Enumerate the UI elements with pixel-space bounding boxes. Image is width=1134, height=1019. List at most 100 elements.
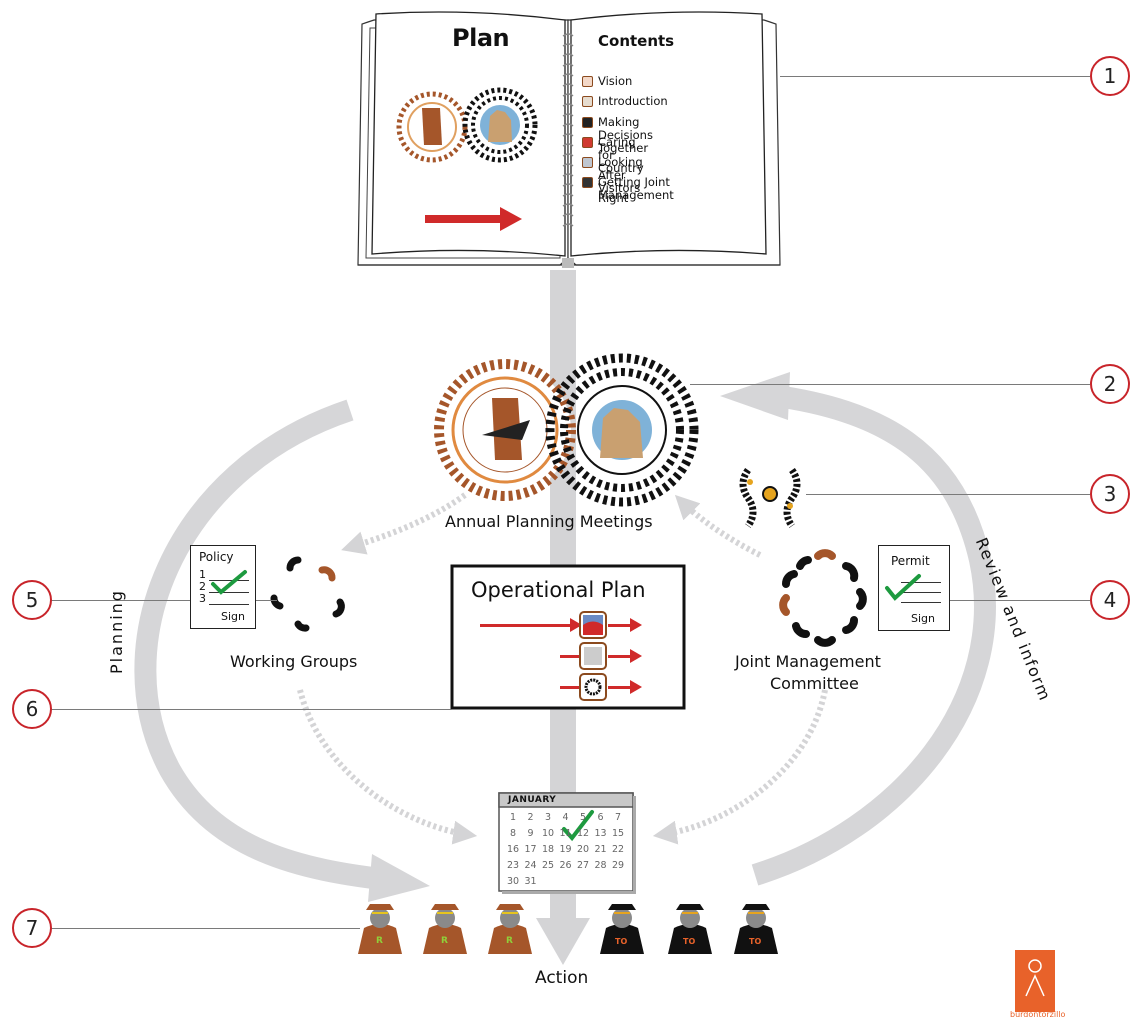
planning-cycle-arrow — [134, 399, 392, 891]
brand-name: burdontorzillo — [1010, 1010, 1066, 1019]
leader-line-6 — [50, 709, 452, 710]
callout-5: 5 — [12, 580, 52, 620]
calendar-day: 11 — [559, 828, 572, 839]
calendar-day: 12 — [576, 828, 590, 839]
country-icon — [582, 137, 593, 148]
calendar-day: 31 — [524, 876, 537, 887]
owner-badge-1: TO — [615, 937, 628, 946]
spine-arrow-head — [536, 918, 590, 965]
leader-line-4 — [950, 600, 1090, 601]
policy-title: Policy — [199, 550, 234, 564]
permit-title: Permit — [891, 554, 930, 568]
annual-planning-meetings-label: Annual Planning Meetings — [445, 512, 653, 531]
parks-wildlife-logo — [434, 359, 576, 501]
callout-1: 1 — [1090, 56, 1130, 96]
policy-sign: Sign — [221, 610, 245, 623]
leader-line-5 — [50, 600, 190, 601]
jmc-label-line2: Committee — [770, 674, 859, 693]
permit-sign: Sign — [911, 612, 935, 625]
book-traditional-owners-logo — [462, 87, 538, 163]
calendar-day: 8 — [509, 828, 517, 839]
calendar-day: 3 — [544, 812, 552, 823]
callout-3: 3 — [1090, 474, 1130, 514]
plan-book — [357, 11, 781, 268]
owner-badge-3: TO — [749, 937, 762, 946]
calendar-day: 9 — [527, 828, 534, 839]
working-groups-label: Working Groups — [230, 652, 358, 671]
meeting-symbol — [739, 467, 801, 529]
ranger-badge-3: R — [506, 936, 513, 946]
review-arrow-head — [720, 372, 790, 420]
calendar-day: 30 — [506, 876, 520, 887]
callout-2: 2 — [1090, 364, 1130, 404]
operational-plan-title: Operational Plan — [471, 578, 646, 602]
traditional-owner-figures — [600, 904, 778, 954]
traditional-owners-logo — [545, 353, 699, 507]
calendar-day: 6 — [597, 812, 604, 823]
calendar-day: 19 — [559, 844, 572, 855]
calendar-day: 28 — [594, 860, 607, 871]
leader-line-7 — [50, 928, 360, 929]
ranger-badge-1: R — [376, 936, 383, 946]
introduction-icon — [582, 96, 593, 107]
calendar-day: 21 — [594, 844, 607, 855]
calendar-day: 22 — [611, 844, 625, 855]
owner-badge-2: TO — [683, 937, 696, 946]
operational-plan-box — [450, 564, 686, 710]
calendar-day: 24 — [524, 860, 537, 871]
calendar-day: 20 — [576, 844, 590, 855]
dotted-arrow-groups-to-calendar — [297, 689, 478, 845]
action-label: Action — [535, 968, 589, 988]
book-red-arrow — [425, 215, 503, 223]
planning-label: Planning — [106, 589, 126, 674]
calendar-day: 10 — [541, 828, 555, 839]
policy-item-1: 1 — [199, 568, 206, 581]
callout-7: 7 — [12, 908, 52, 948]
vision-icon — [582, 76, 593, 87]
working-groups-symbol — [270, 556, 345, 632]
leader-line-5b — [255, 600, 277, 601]
calendar-day: 25 — [541, 860, 555, 871]
calendar-day: 7 — [614, 812, 622, 823]
book-contents-title: Contents — [598, 32, 675, 50]
operational-plan-arrows — [480, 611, 642, 701]
calendar-day: 16 — [506, 844, 520, 855]
joint-management-committee-symbol — [779, 549, 867, 647]
calendar-day: 5 — [579, 812, 587, 823]
leader-line-1 — [780, 76, 1090, 77]
calendar-day: 29 — [611, 860, 625, 871]
calendar-graphic — [498, 792, 636, 894]
policy-document: Policy 1 2 3 Sign — [190, 545, 256, 629]
calendar-day: 15 — [611, 828, 625, 839]
jmc-label-line1: Joint Management — [735, 652, 881, 671]
calendar-month: JANUARY — [508, 795, 557, 805]
brand-logo-glyph — [1015, 950, 1055, 1012]
calendar-check-mark — [562, 810, 594, 842]
calendar-day: 4 — [562, 812, 569, 823]
dotted-arrow-jmc-to-calendar — [652, 689, 828, 845]
calendar-day: 27 — [576, 860, 590, 871]
review-cycle-arrow — [751, 384, 996, 886]
calendar-day: 26 — [559, 860, 572, 871]
leader-line-2 — [690, 384, 1090, 385]
dotted-arrow-jmc-to-annual — [674, 494, 762, 558]
calendar-day: 17 — [524, 844, 537, 855]
book-plan-title: Plan — [452, 24, 510, 52]
visitors-icon — [582, 157, 593, 168]
callout-4: 4 — [1090, 580, 1130, 620]
policy-item-2: 2 — [199, 580, 206, 593]
permit-document: Permit Sign — [878, 545, 950, 631]
calendar-day: 23 — [506, 860, 520, 871]
ranger-figures — [358, 904, 532, 954]
callout-6: 6 — [12, 689, 52, 729]
policy-item-3: 3 — [199, 592, 206, 605]
calendar-day: 2 — [527, 812, 534, 823]
joint-management-icon — [582, 177, 593, 188]
permit-check-icon — [885, 574, 921, 601]
leader-line-3 — [806, 494, 1090, 495]
ranger-badge-2: R — [441, 936, 448, 946]
planning-arrow-head — [368, 854, 430, 902]
decisions-icon — [582, 117, 593, 128]
